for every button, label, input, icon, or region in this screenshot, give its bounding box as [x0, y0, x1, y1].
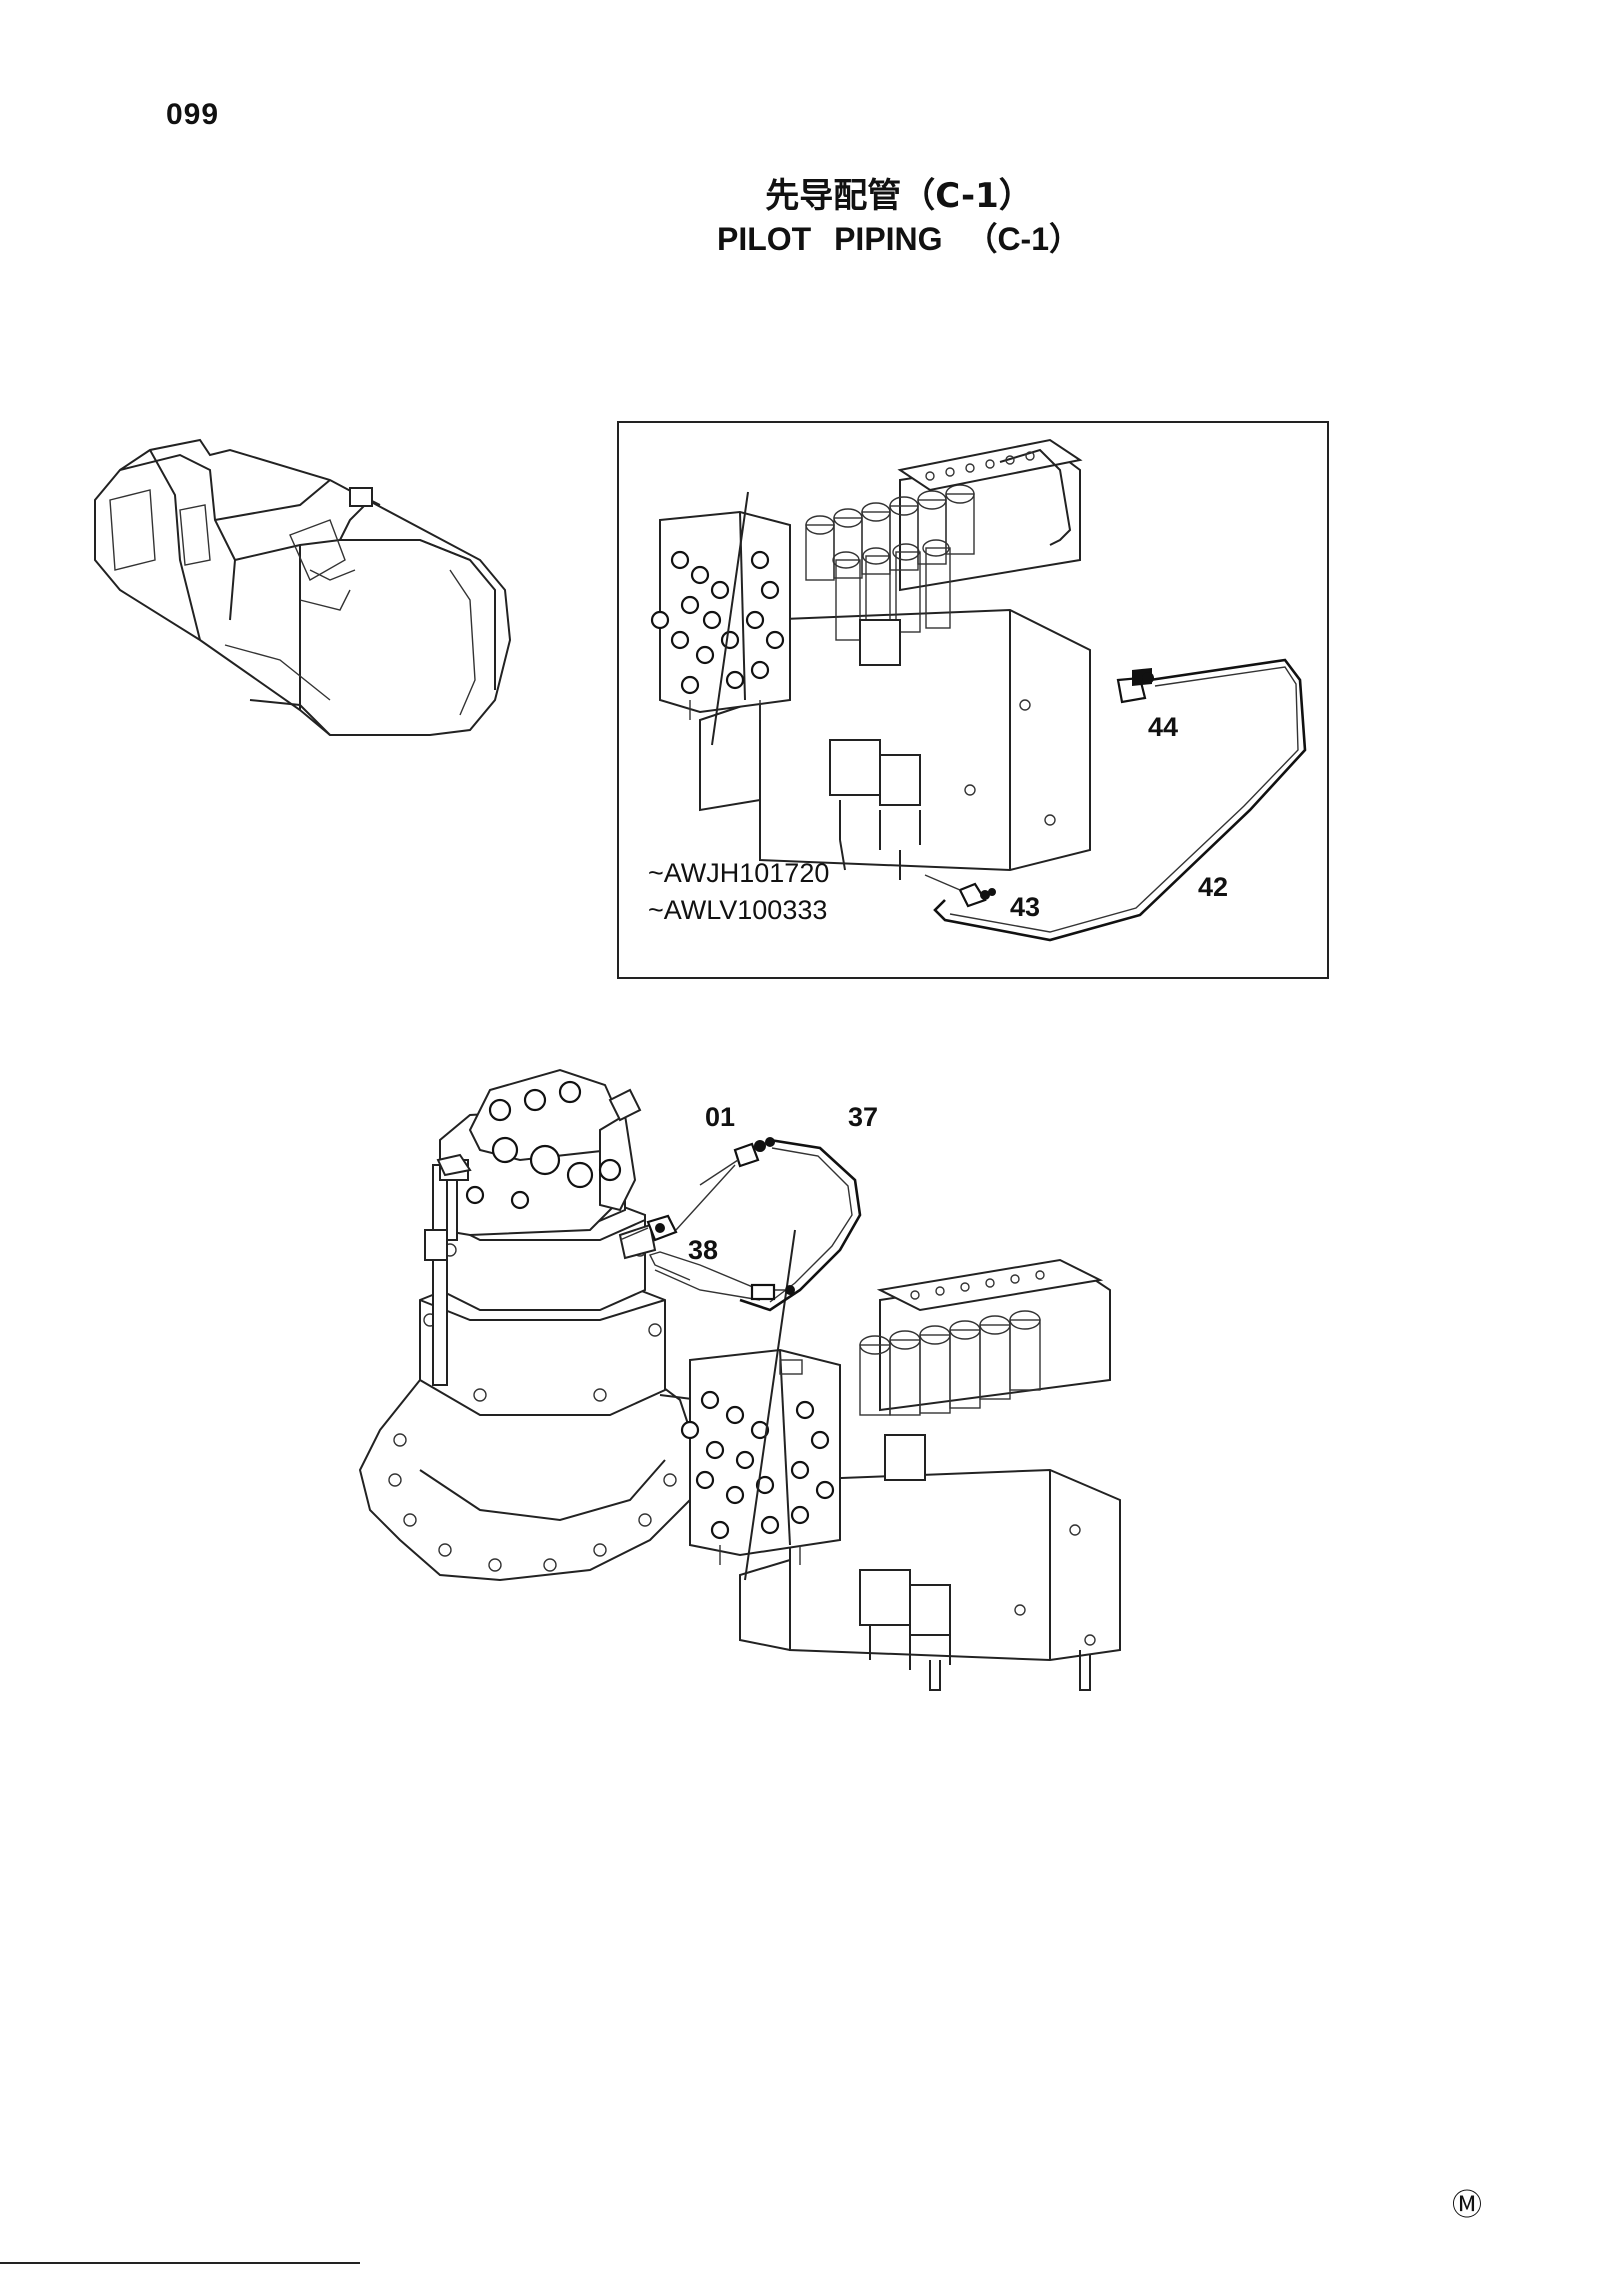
control-valve-illustration-inset: [650, 438, 1307, 942]
serial-range-1: ~AWJH101720: [648, 858, 830, 888]
page-number: 099: [166, 98, 220, 131]
pilot-hose-assembly: [619, 1137, 862, 1312]
callout-37: 37: [848, 1102, 879, 1132]
excavator-overview-illustration: [94, 438, 512, 736]
footer-m-mark: Ⓜ: [1452, 2189, 1482, 2222]
inset-frame: [617, 421, 1329, 979]
callout-01: 01: [705, 1102, 736, 1132]
control-valve-illustration-lower: [680, 1229, 1121, 1691]
title-japanese: 先导配管（C-1）: [765, 176, 1033, 216]
title-english: PILOT PIPING （C-1）: [716, 221, 1082, 257]
callout-42: 42: [1198, 872, 1229, 902]
callout-43: 43: [1010, 892, 1041, 922]
serial-range-2: ~AWLV100333: [648, 895, 828, 925]
callout-44: 44: [1148, 712, 1179, 742]
swing-motor-illustration: [358, 1068, 733, 1582]
callout-38: 38: [688, 1235, 719, 1265]
bottom-rule: [0, 2262, 360, 2264]
